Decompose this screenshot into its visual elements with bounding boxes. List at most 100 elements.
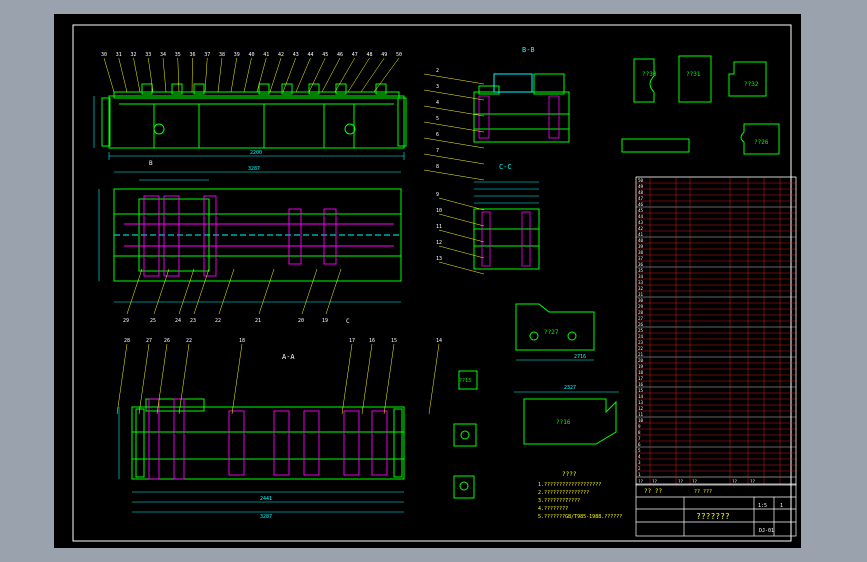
bom-row-number: 24: [638, 334, 644, 339]
bom-row-number: 6: [638, 442, 641, 447]
bom-row-number: 46: [638, 202, 644, 207]
detail-27: [515, 303, 595, 351]
callout-aa-leader: [361, 343, 373, 415]
callout-mid-leader: [301, 268, 318, 315]
callout-top-leader: [133, 57, 141, 93]
scale-value: 1:5: [758, 503, 767, 509]
callout-bb-leader: [423, 153, 485, 165]
bom-row-number: 25: [638, 328, 644, 333]
callout-mid-number: 23: [190, 318, 196, 324]
bom-outline: [635, 176, 797, 486]
callout-top-number: 47: [352, 52, 358, 58]
callout-mid-number: 20: [298, 318, 304, 324]
callout-cc-leader: [438, 261, 485, 275]
callout-aa-number: 14: [436, 338, 442, 344]
part-2230-label: ??30: [642, 71, 657, 78]
callout-bb-leader: [423, 137, 485, 149]
bom-row-number: 38: [638, 250, 644, 255]
callout-top-number: 30: [101, 52, 107, 58]
callout-mid-number: 22: [215, 318, 221, 324]
callout-top-leader: [321, 57, 341, 93]
front-elevation-view: [101, 83, 407, 149]
callout-top-number: 33: [145, 52, 151, 58]
callout-top-leader: [217, 57, 223, 93]
part-2226-label: ??26: [754, 139, 769, 146]
callout-mid-number: 24: [175, 318, 181, 324]
bom-row-number: 35: [638, 268, 644, 273]
bom-header-cell: ??: [652, 479, 658, 484]
callout-top-number: 48: [367, 52, 373, 58]
callout-cc-number: 10: [436, 208, 442, 214]
callout-mid-leader: [126, 268, 143, 315]
callout-top-leader: [295, 57, 311, 93]
bom-row-number: 15: [638, 388, 644, 393]
section-aa-label: A-A: [282, 353, 295, 361]
callout-cc-leader: [438, 229, 485, 243]
bom-row-number: 7: [638, 436, 641, 441]
notes-line: 3.???????7????: [538, 498, 580, 504]
callout-top-leader: [269, 57, 282, 93]
part-2227-label: ??27: [544, 329, 559, 336]
section-bb-view: [473, 73, 570, 143]
bom-row-number: 20: [638, 358, 644, 363]
section-bb-hidden: [478, 95, 560, 139]
callout-top-number: 46: [337, 52, 343, 58]
callout-top-leader: [177, 57, 180, 93]
callout-cc-leader: [438, 213, 485, 227]
dim-detail-16: 2327: [564, 385, 576, 391]
part-2213-label: ??13: [459, 378, 471, 384]
bom-row-number: 16: [638, 382, 644, 387]
section-cc-hidden: [481, 211, 531, 267]
bom-row-number: 21: [638, 352, 644, 357]
callout-bb-number: 7: [436, 148, 439, 154]
callout-top-number: 38: [219, 52, 225, 58]
bom-row-number: 4: [638, 454, 641, 459]
callout-cc-number: 11: [436, 224, 442, 230]
callout-mid-leader: [325, 268, 342, 315]
callout-cc-leader: [438, 197, 485, 211]
callout-top-number: 44: [308, 52, 314, 58]
bom-row-number: 34: [638, 274, 644, 279]
callout-aa-number: 26: [164, 338, 170, 344]
bom-row-number: 5: [638, 448, 641, 453]
notes-line: 4.????????: [538, 506, 568, 512]
bom-table: 5049484746454443424140393837363534333231…: [635, 176, 797, 486]
bom-row-number: 48: [638, 190, 644, 195]
part-2232-label: ??32: [744, 81, 759, 88]
callout-aa-leader: [231, 343, 243, 415]
bom-row-number: 37: [638, 256, 644, 261]
callout-aa-leader: [178, 343, 190, 415]
part-2216-label: ??16: [556, 419, 571, 426]
bom-row-number: 33: [638, 280, 644, 285]
callout-bb-leader: [423, 121, 485, 133]
callout-aa-leader: [138, 343, 150, 415]
bom-row-number: 47: [638, 196, 644, 201]
callout-aa-number: 18: [239, 338, 245, 344]
callout-mid-leader: [178, 268, 195, 315]
callout-aa-number: 16: [369, 338, 375, 344]
dim-plan-total: 3287: [248, 166, 260, 172]
drawing-title: ???????: [696, 512, 730, 521]
bom-row-number: 44: [638, 214, 644, 219]
bom-row-number: 22: [638, 346, 644, 351]
notes-line: 1.???????????????????: [538, 482, 601, 488]
callout-aa-leader: [116, 343, 128, 415]
callout-mid-leader: [193, 268, 210, 315]
bom-row-number: 43: [638, 220, 644, 225]
callout-bb-leader: [423, 105, 485, 117]
border-frame: [72, 24, 792, 542]
callout-cc-number: 12: [436, 240, 442, 246]
callout-top-leader: [230, 57, 237, 93]
bom-row-number: 50: [638, 178, 644, 183]
callout-top-leader: [103, 57, 115, 93]
callout-top-leader: [373, 57, 400, 93]
callout-top-number: 40: [249, 52, 255, 58]
callout-aa-number: 22: [186, 338, 192, 344]
bom-row-number: 19: [638, 364, 644, 369]
callout-aa-number: 15: [391, 338, 397, 344]
